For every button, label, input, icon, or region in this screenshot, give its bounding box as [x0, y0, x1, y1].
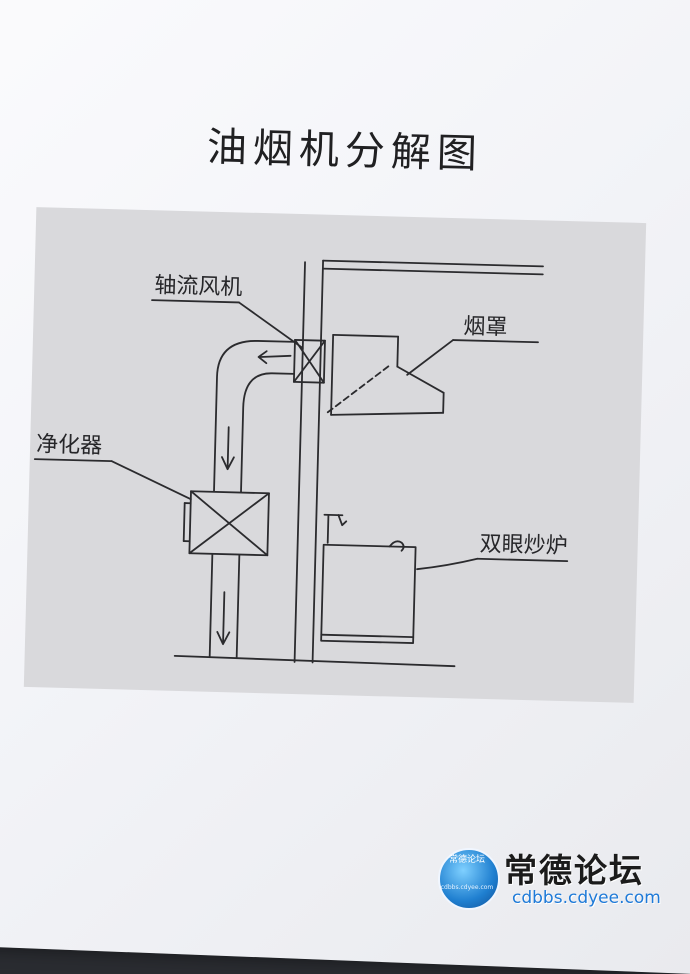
fan-label: 轴流风机: [154, 273, 243, 300]
arrow-down-1: [228, 427, 229, 467]
wall-left-edge: [295, 262, 305, 662]
arrow-down-2: [223, 592, 224, 642]
logo-brand: 常德论坛: [504, 844, 644, 892]
stove-label: 双眼炒炉: [479, 532, 568, 559]
logo-circle-text: 常德论坛: [438, 852, 496, 865]
ceiling-inner-line: [323, 269, 543, 275]
stove-label-underline: [477, 559, 567, 561]
hood-shape: [327, 335, 445, 418]
stove-leader: [417, 557, 477, 571]
ceiling-line: [323, 261, 543, 267]
hood-leader: [407, 339, 453, 376]
logo-circle-ring: cdbbs.cdyee.com: [438, 884, 496, 891]
stove-shape: [321, 515, 416, 643]
range-hood-diagram: 轴流风机 烟罩 净化器 双眼炒炉: [24, 207, 646, 703]
purifier-label: 净化器: [36, 432, 103, 459]
purifier-leader: [111, 461, 192, 499]
fan-label-underline: [152, 300, 239, 302]
hood-label: 烟罩: [463, 314, 508, 340]
diagram-panel: 轴流风机 烟罩 净化器 双眼炒炉: [24, 207, 646, 703]
hood-label-underline: [453, 340, 538, 342]
purifier-label-underline: [35, 459, 112, 461]
floor-line: [175, 656, 455, 666]
purifier-box: [183, 491, 269, 555]
arrow-left: [261, 355, 291, 358]
watermark-logo: 常德论坛 cdbbs.cdyee.com 常德论坛 cdbbs.cdyee.co…: [438, 844, 678, 914]
logo-url: cdbbs.cdyee.com: [512, 888, 661, 908]
